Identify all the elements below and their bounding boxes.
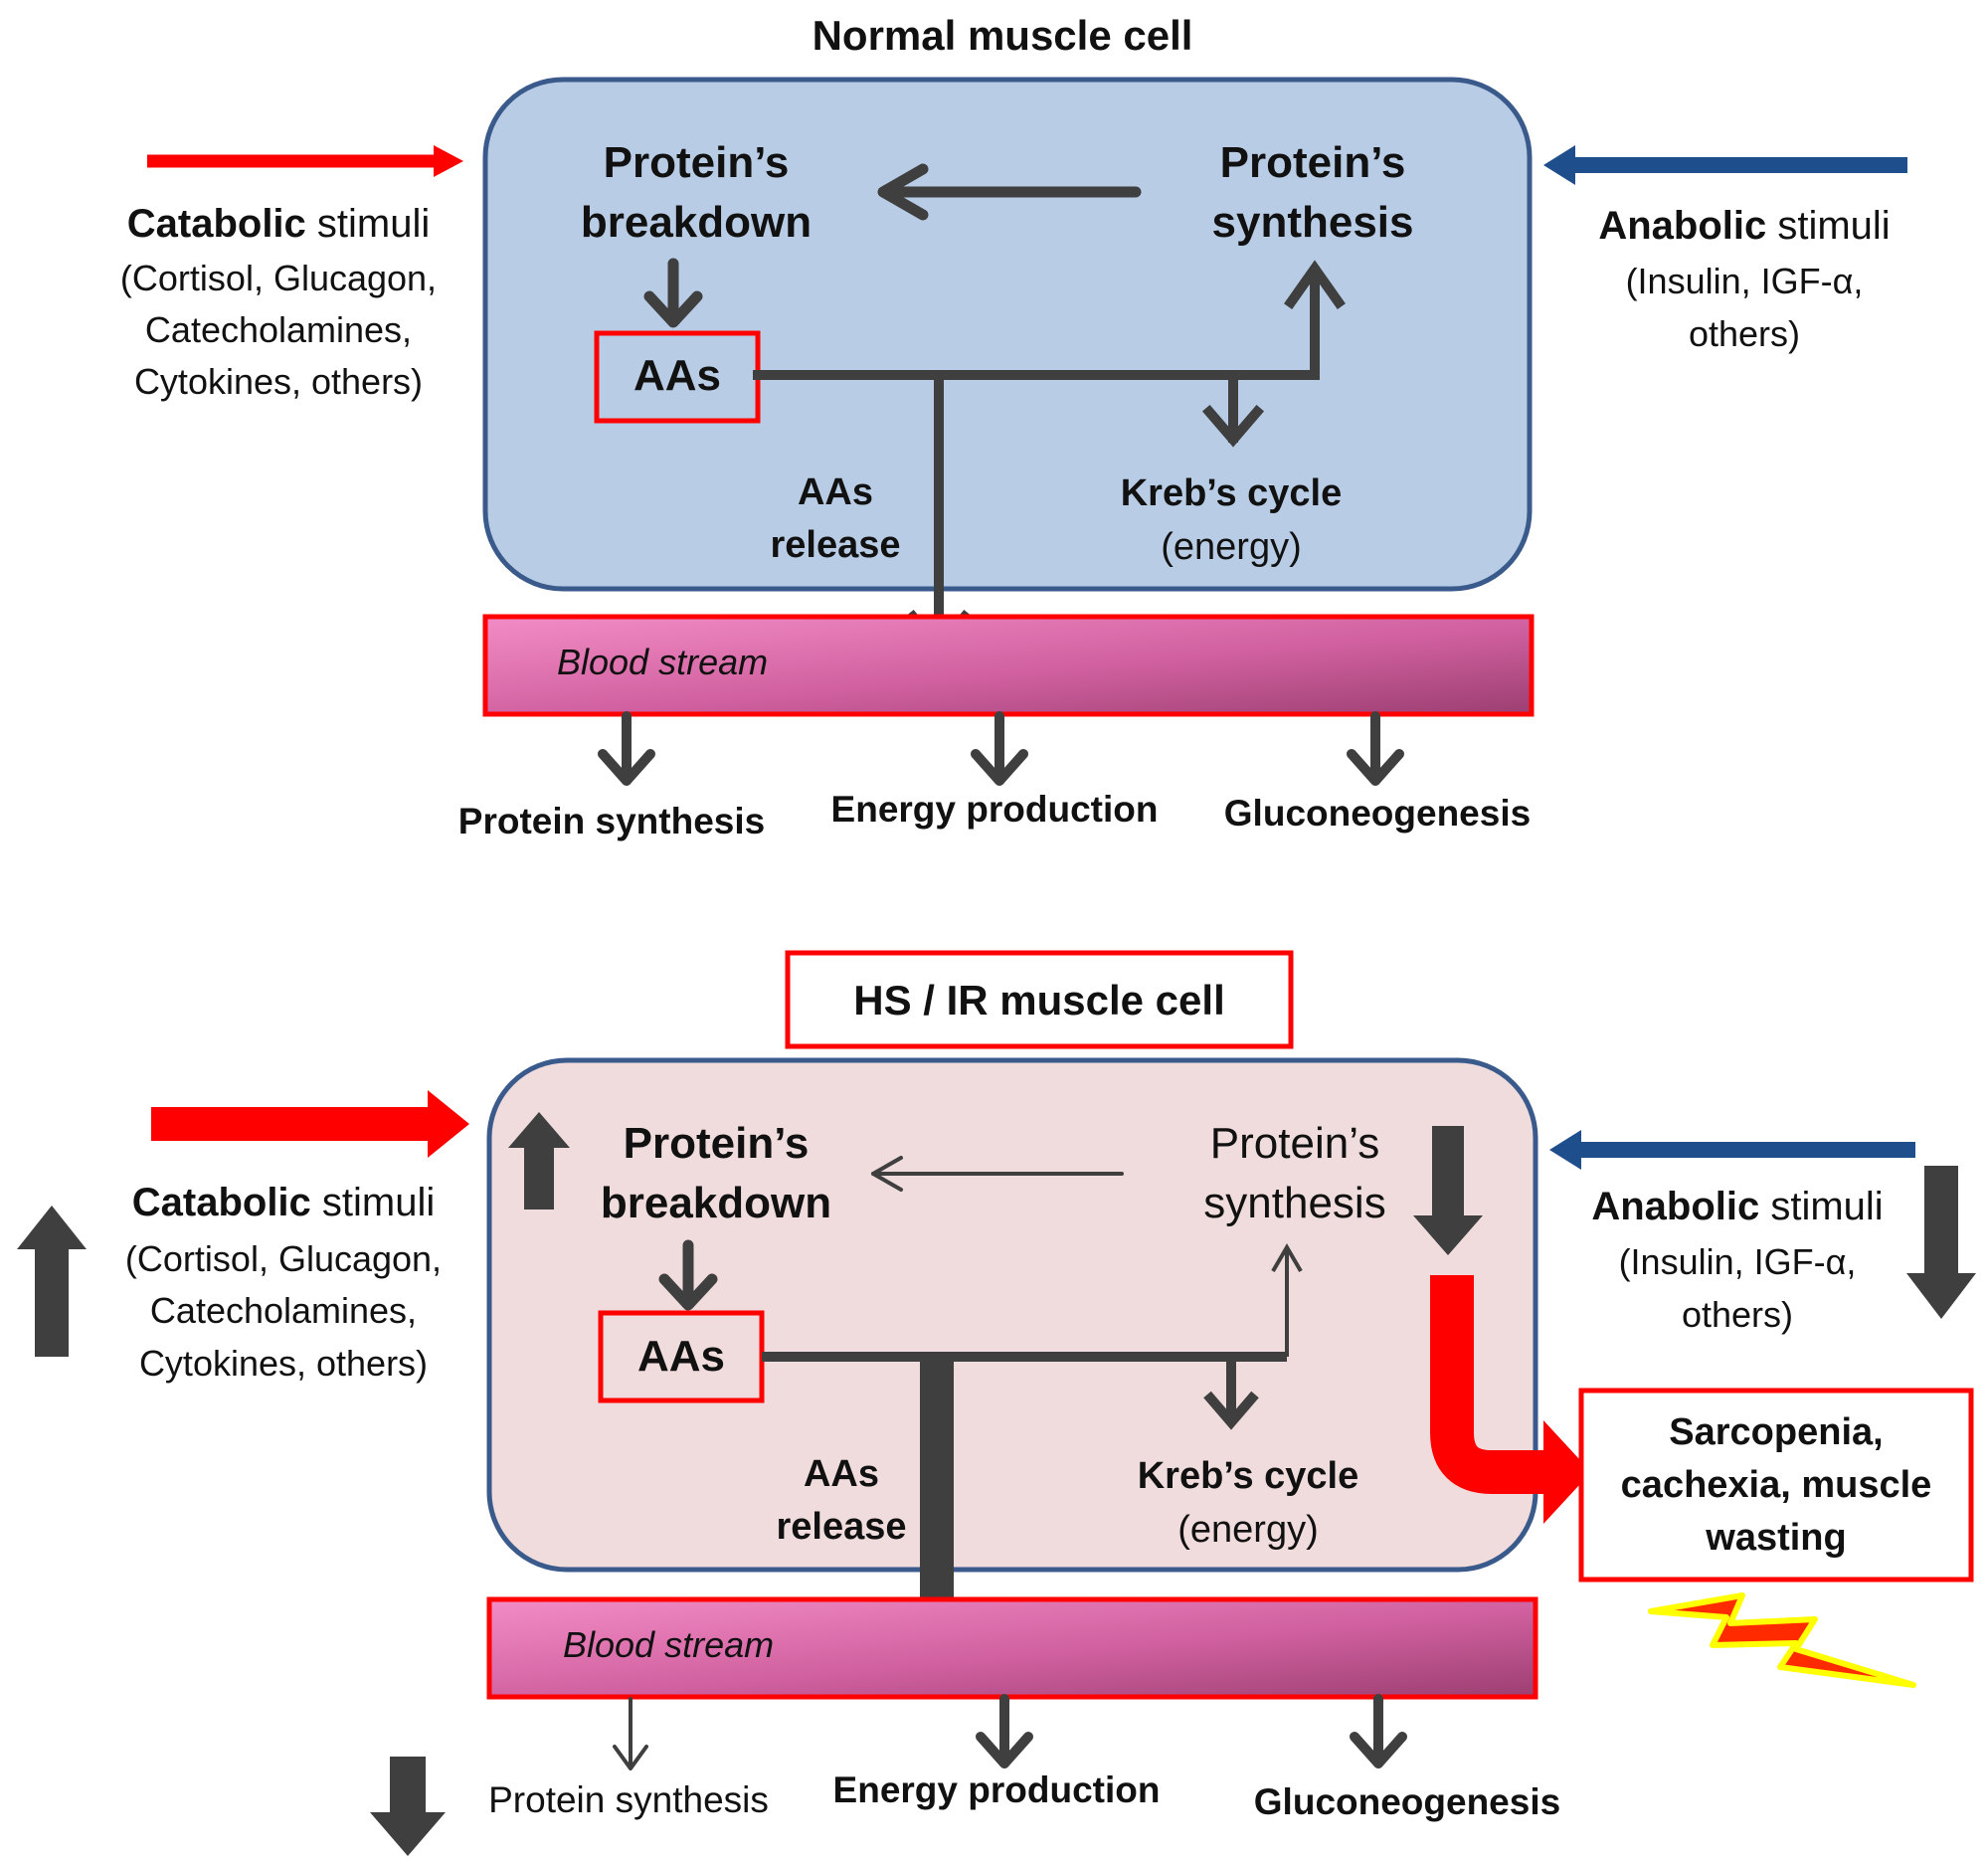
normal-cell-panel: Normal muscle cell Catabolic stimuli (Co… bbox=[120, 12, 1907, 841]
catabolic-label: Catabolic stimuli bbox=[127, 202, 431, 246]
hs-output-energy-production: Energy production bbox=[833, 1769, 1161, 1810]
aas-release-label-1: AAs bbox=[798, 471, 873, 513]
hs-breakdown-label-2: breakdown bbox=[601, 1179, 831, 1227]
output-arrows bbox=[598, 711, 1404, 786]
hs-anabolic-label-bold: Anabolic bbox=[1591, 1185, 1759, 1228]
synthesis-decrease-down-icon bbox=[1413, 1126, 1483, 1255]
catabolic-label-rest: stimuli bbox=[306, 202, 430, 246]
hs-title-box bbox=[785, 950, 1294, 1049]
hs-breakdown-label-1: Protein’s bbox=[624, 1119, 810, 1168]
hs-output-gluconeogenesis: Gluconeogenesis bbox=[1254, 1781, 1560, 1822]
hs-cell-panel: HS / IR muscle cell Catabolic stimuli (C… bbox=[17, 950, 1976, 1856]
catabolic-list-1: (Cortisol, Glucagon, bbox=[120, 258, 437, 298]
hs-synthesis-label-2: synthesis bbox=[1203, 1179, 1385, 1227]
breakdown-increase-up-icon bbox=[508, 1112, 570, 1210]
anabolic-list-1: (Insulin, IGF-α, bbox=[1626, 261, 1864, 301]
hs-anabolic-label-rest: stimuli bbox=[1759, 1185, 1883, 1228]
krebs-label-1: Kreb’s cycle bbox=[1121, 472, 1343, 514]
aas-label: AAs bbox=[633, 351, 721, 400]
hs-anabolic-label: Anabolic stimuli bbox=[1591, 1185, 1883, 1228]
normal-cell-title: Normal muscle cell bbox=[813, 12, 1193, 59]
hs-catabolic-list-1: (Cortisol, Glucagon, bbox=[125, 1238, 442, 1279]
hs-blood-stream-bar bbox=[486, 1596, 1538, 1700]
outcome-box bbox=[1578, 1388, 1974, 1582]
breakdown-to-aas-arrow bbox=[643, 258, 703, 328]
outcome-line-1: Sarcopenia, bbox=[1669, 1411, 1883, 1453]
breakdown-label-2: breakdown bbox=[581, 198, 812, 247]
blood-stream-bar bbox=[482, 614, 1535, 717]
anabolic-label-rest: stimuli bbox=[1766, 204, 1890, 248]
output-energy-production: Energy production bbox=[831, 789, 1159, 830]
protein-synthesis-decrease-down-icon bbox=[370, 1757, 446, 1856]
hs-catabolic-label: Catabolic stimuli bbox=[132, 1181, 436, 1224]
synthesis-to-breakdown-arrow bbox=[877, 163, 1142, 221]
catabolic-list-2: Catecholamines, bbox=[145, 309, 412, 350]
hs-catabolic-list-2: Catecholamines, bbox=[150, 1290, 417, 1331]
hs-aas-label: AAs bbox=[637, 1332, 725, 1381]
hs-anabolic-list-1: (Insulin, IGF-α, bbox=[1619, 1241, 1857, 1282]
anabolic-label: Anabolic stimuli bbox=[1598, 204, 1890, 248]
outcome-line-3: wasting bbox=[1705, 1517, 1846, 1559]
outcome-line-2: cachexia, muscle bbox=[1621, 1464, 1932, 1506]
krebs-label-2: (energy) bbox=[1161, 526, 1302, 568]
catabolic-label-bold: Catabolic bbox=[127, 202, 306, 246]
hs-output-arrows bbox=[613, 1694, 1407, 1770]
hs-catabolic-label-rest: stimuli bbox=[311, 1181, 435, 1224]
hs-aas-box bbox=[598, 1310, 765, 1403]
blood-stream-label: Blood stream bbox=[557, 642, 768, 682]
hs-catabolic-label-bold: Catabolic bbox=[132, 1181, 311, 1224]
catabolic-list-3: Cytokines, others) bbox=[134, 361, 423, 402]
hs-cell-title: HS / IR muscle cell bbox=[853, 977, 1225, 1024]
anabolic-decrease-down-icon bbox=[1906, 1166, 1976, 1319]
anabolic-label-bold: Anabolic bbox=[1598, 204, 1766, 248]
normal-cell-body bbox=[482, 77, 1533, 592]
catabolic-arrow-thick bbox=[151, 1090, 469, 1158]
anabolic-list-2: others) bbox=[1689, 313, 1800, 354]
lightning-bolt-icon bbox=[1648, 1592, 1916, 1688]
hs-breakdown-to-aas-arrow bbox=[658, 1239, 718, 1311]
aas-release-label-2: release bbox=[770, 524, 900, 566]
hs-output-protein-synthesis: Protein synthesis bbox=[488, 1779, 769, 1820]
hs-anabolic-list-2: others) bbox=[1682, 1294, 1793, 1335]
hs-aas-flow-lines bbox=[762, 1243, 1303, 1430]
catabolic-increase-up-icon bbox=[17, 1206, 87, 1357]
hs-cell-body bbox=[486, 1057, 1538, 1573]
hs-aas-release-label-1: AAs bbox=[804, 1453, 879, 1495]
output-gluconeogenesis: Gluconeogenesis bbox=[1224, 793, 1531, 834]
hs-blood-stream-label: Blood stream bbox=[563, 1624, 774, 1665]
hs-krebs-label-1: Kreb’s cycle bbox=[1138, 1455, 1359, 1497]
hs-aas-release-label-2: release bbox=[776, 1506, 906, 1548]
breakdown-label-1: Protein’s bbox=[604, 138, 790, 187]
synthesis-label-2: synthesis bbox=[1212, 198, 1414, 247]
synthesis-label-1: Protein’s bbox=[1220, 138, 1406, 187]
wasting-curved-arrow bbox=[1430, 1275, 1591, 1524]
hs-synthesis-to-breakdown-arrow bbox=[871, 1156, 1124, 1192]
hs-synthesis-label-1: Protein’s bbox=[1210, 1119, 1379, 1168]
anabolic-arrow bbox=[1543, 145, 1907, 185]
catabolic-arrow bbox=[147, 145, 463, 177]
anabolic-arrow bbox=[1549, 1130, 1915, 1170]
hs-krebs-label-2: (energy) bbox=[1177, 1509, 1319, 1551]
output-protein-synthesis: Protein synthesis bbox=[458, 801, 765, 841]
hs-catabolic-list-3: Cytokines, others) bbox=[139, 1343, 428, 1384]
